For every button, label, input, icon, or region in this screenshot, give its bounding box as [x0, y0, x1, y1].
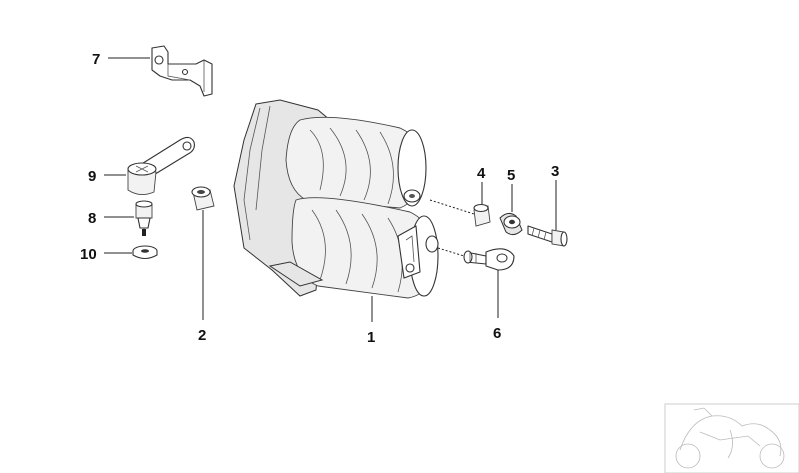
callout-3: 3: [551, 163, 559, 180]
callout-8: 8: [88, 210, 96, 227]
callout-6: 6: [493, 325, 501, 342]
part-4-sleeve[interactable]: [473, 203, 491, 227]
vehicle-thumbnail: [664, 403, 799, 473]
part-10-washer[interactable]: [132, 245, 158, 260]
part-1-main-assembly[interactable]: [233, 99, 439, 299]
callout-9: 9: [88, 168, 96, 185]
part-6-ring-terminal[interactable]: [463, 248, 515, 271]
part-9-cap-with-tab[interactable]: [127, 136, 195, 195]
callout-2: 2: [198, 327, 206, 344]
part-2-grommet[interactable]: [191, 186, 215, 211]
callout-10: 10: [80, 246, 97, 263]
part-8-plug[interactable]: [135, 200, 153, 236]
leader-dash-4: [429, 199, 475, 215]
part-5-nut[interactable]: [499, 212, 523, 236]
callout-7: 7: [92, 51, 100, 68]
callout-1: 1: [367, 329, 375, 346]
part-7-bracket[interactable]: [151, 45, 213, 97]
part-3-screw[interactable]: [527, 225, 568, 247]
callout-5: 5: [507, 167, 515, 184]
callout-4: 4: [477, 165, 486, 182]
leader-dash-6: [437, 247, 465, 257]
